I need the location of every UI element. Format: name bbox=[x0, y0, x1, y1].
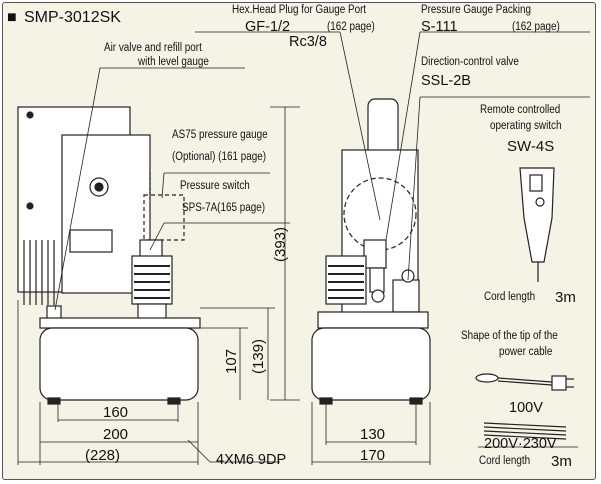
foot bbox=[47, 397, 61, 405]
valve-stack-body bbox=[131, 255, 173, 305]
as75-gauge-outline bbox=[143, 194, 185, 241]
remote-switch-code: SW-4S bbox=[507, 138, 555, 155]
hex-head-plug-label: Hex.Head Plug for Gauge Port bbox=[232, 4, 367, 16]
title-marker: ■ bbox=[7, 9, 17, 26]
cord-length-value: 3m bbox=[555, 289, 576, 306]
dim-width-170: 170 bbox=[360, 447, 386, 464]
hex-head-plug-page: (162 page) bbox=[327, 21, 375, 33]
air-valve-line2: with level gauge bbox=[138, 56, 209, 68]
pressure-switch-code: SPS-7A(165 page) bbox=[182, 202, 266, 214]
cord-length-value-2: 3m bbox=[551, 453, 572, 470]
dim-width-160: 160 bbox=[103, 404, 129, 421]
plug-100v bbox=[475, 373, 574, 391]
valve-ribs bbox=[134, 265, 170, 299]
cables bbox=[23, 240, 55, 305]
dimension-lines bbox=[17, 106, 431, 465]
cord-length-label: Cord length bbox=[484, 291, 536, 303]
tip-shape-line2: power cable bbox=[499, 346, 553, 358]
dim-height-139: (139) bbox=[250, 338, 267, 374]
gauge-packing-page: (162 page) bbox=[512, 21, 560, 33]
side-valve-ribs bbox=[328, 265, 364, 299]
side-tank bbox=[311, 327, 431, 401]
side-plate bbox=[317, 311, 429, 329]
direction-valve-code: SSL-2B bbox=[421, 73, 471, 89]
as75-line1: AS75 pressure gauge bbox=[172, 129, 268, 141]
hex-head-plug-alt: Rc3/8 bbox=[289, 34, 327, 50]
plug-200v-label: 200V·230V bbox=[484, 436, 557, 452]
gauge-packing-code: S-111 bbox=[421, 19, 458, 35]
remote-switch bbox=[519, 167, 555, 282]
side-valve bbox=[325, 255, 367, 305]
gauge-packing-label: Pressure Gauge Packing bbox=[421, 4, 531, 16]
motor-window bbox=[69, 229, 113, 253]
plug-100v-label: 100V bbox=[509, 400, 543, 416]
pressure-switch-label: Pressure switch bbox=[180, 180, 250, 192]
air-valve-line1: Air valve and refill port bbox=[104, 42, 202, 54]
remote-switch-line1: Remote controlled bbox=[480, 104, 561, 116]
bolt-marker bbox=[26, 111, 34, 119]
cord-length-label-2: Cord length bbox=[479, 455, 531, 467]
side-view bbox=[311, 98, 431, 405]
bolt-spec-label: 4XM6 9DP bbox=[216, 452, 287, 468]
side-block bbox=[363, 239, 387, 269]
foot bbox=[167, 397, 181, 405]
plug-200v bbox=[483, 422, 567, 440]
as75-line2: (Optional) (161 page) bbox=[172, 151, 267, 163]
tip-shape-line1: Shape of the tip of the bbox=[461, 330, 558, 342]
leader-lines bbox=[54, 31, 590, 311]
direction-valve-block bbox=[392, 279, 420, 313]
filler-cap-center bbox=[94, 182, 104, 192]
bolt-marker bbox=[26, 202, 34, 210]
dim-width-228: (228) bbox=[85, 447, 121, 464]
remote-switch-line2: operating switch bbox=[490, 120, 562, 132]
dim-height-393: (393) bbox=[272, 226, 289, 262]
model-title: SMP-3012SK bbox=[24, 9, 121, 26]
hex-head-plug-code: GF-1/2 bbox=[245, 19, 291, 35]
dim-width-200: 200 bbox=[103, 426, 129, 443]
direction-valve-label: Direction-control valve bbox=[421, 56, 519, 68]
dim-height-107: 107 bbox=[223, 348, 240, 374]
tank bbox=[39, 327, 199, 401]
dim-width-130: 130 bbox=[360, 426, 386, 443]
tank-plate bbox=[39, 317, 201, 329]
front-view bbox=[17, 106, 201, 405]
